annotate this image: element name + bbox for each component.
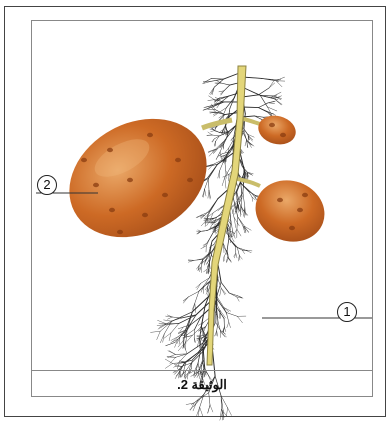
medium-tuber bbox=[247, 171, 333, 251]
caption-band: الوثيقة 2. bbox=[31, 370, 373, 397]
label-2: 2 bbox=[37, 175, 57, 195]
figure-caption: الوثيقة 2. bbox=[31, 377, 373, 393]
label-1: 1 bbox=[337, 302, 357, 322]
large-tuber bbox=[49, 96, 228, 261]
